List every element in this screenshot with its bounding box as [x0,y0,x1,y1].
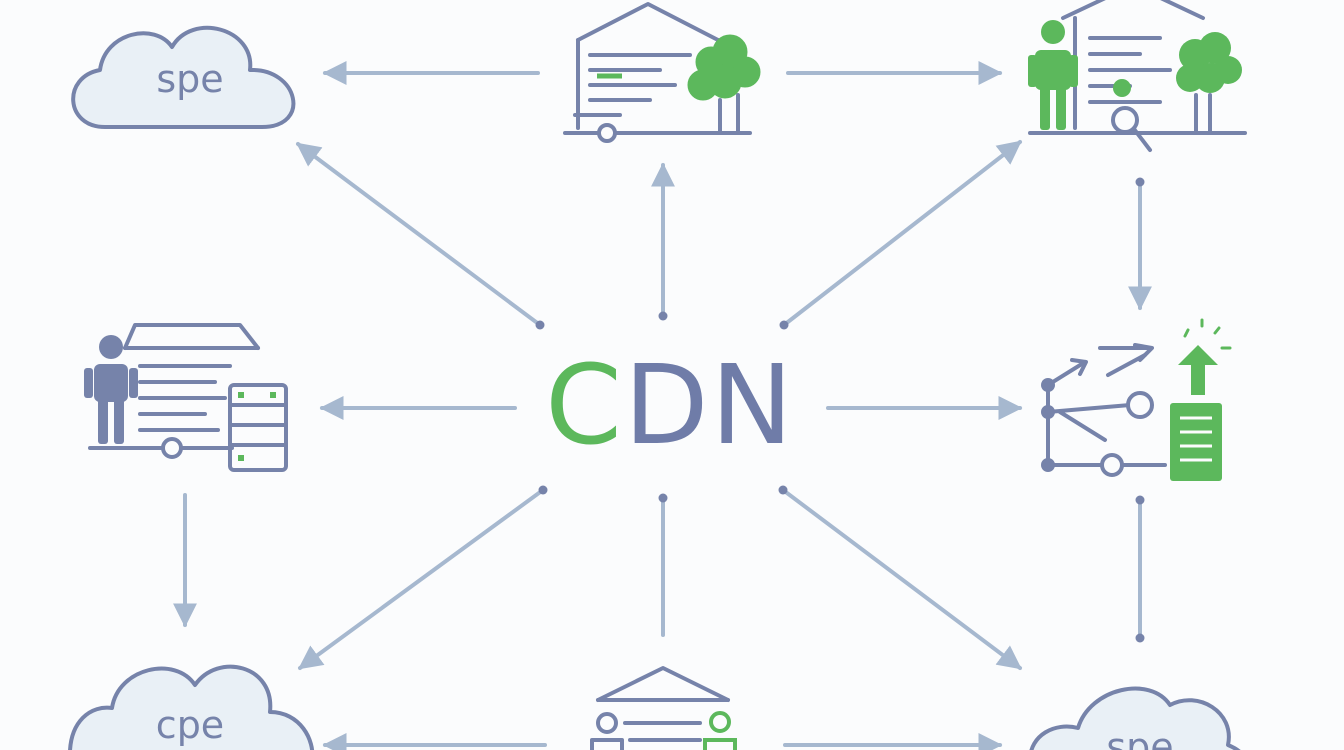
building-people-icon [590,666,730,750]
person-icon [84,335,138,444]
person-building-tree-icon [1028,0,1247,152]
cloud-top-left: spe [71,25,296,129]
person-icon [1028,20,1131,130]
arrow-cdn-to-bottom-left [298,488,545,670]
arrow-cdn-to-top-left [296,142,542,327]
person-building-server-icon [88,323,288,472]
cdn-title-rest: DN [623,341,795,469]
tree-icon [1176,32,1242,93]
server-icon [1170,403,1222,481]
cloud-bottom-right: spe [1029,686,1241,750]
connectors [173,61,1152,750]
upload-icon [1178,318,1232,395]
connector-dots [535,177,1145,643]
cloud-bottom-left: cpe [68,664,314,750]
cdn-title: CDN [520,345,820,465]
server-leds [238,392,276,461]
cloud-label: cpe [156,703,224,747]
network-routing-icon [1041,343,1167,477]
person-icon [703,711,737,750]
cdn-title-first-letter: C [545,341,624,469]
arrow-cdn-to-top-right [782,140,1022,327]
cloud-icon [1029,686,1241,750]
tree-icon [597,34,761,101]
arrow-cdn-to-bottom-right [781,488,1022,670]
cloud-icon [71,25,296,129]
cloud-label: spe [1106,725,1173,750]
cloud-label: spe [156,57,223,101]
cloud-icon [68,664,314,750]
